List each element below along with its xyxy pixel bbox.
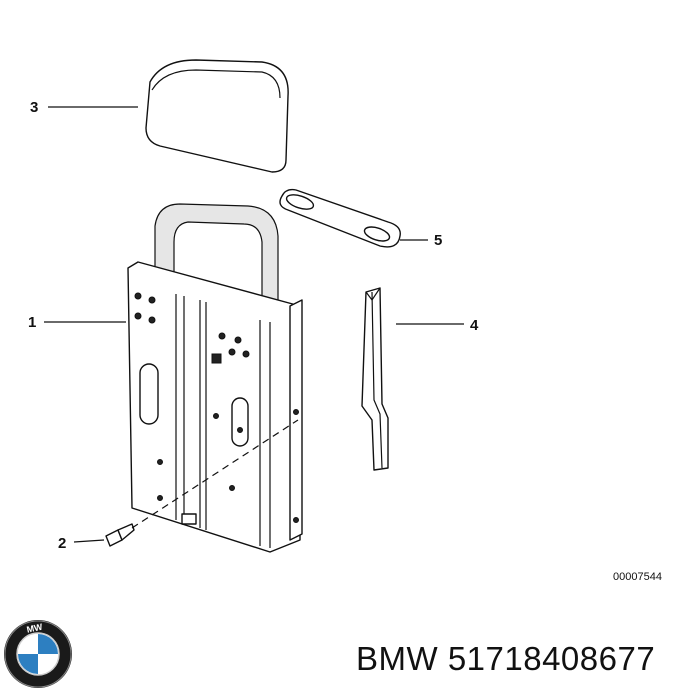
part-4-guide-rail[interactable] <box>361 287 389 471</box>
drawing-reference: 00007544 <box>613 571 662 583</box>
bmw-logo: MW <box>4 620 72 688</box>
svg-text:MW: MW <box>26 621 44 634</box>
part-3-headrest-pad[interactable] <box>145 59 289 173</box>
assembly-dashed-line <box>131 419 299 529</box>
part-caption: BMW 51718408677 <box>356 640 656 677</box>
leader-line-2 <box>73 539 105 543</box>
callout-5[interactable]: 5 <box>434 232 442 249</box>
callout-3[interactable]: 3 <box>30 99 38 116</box>
callout-1[interactable]: 1 <box>28 314 36 331</box>
part-1-guide-bracket[interactable] <box>127 203 303 553</box>
callout-4[interactable]: 4 <box>470 317 479 334</box>
part-5-gasket-plate[interactable] <box>279 188 401 248</box>
part-2-bolt[interactable] <box>105 523 135 547</box>
callout-2[interactable]: 2 <box>58 535 66 552</box>
